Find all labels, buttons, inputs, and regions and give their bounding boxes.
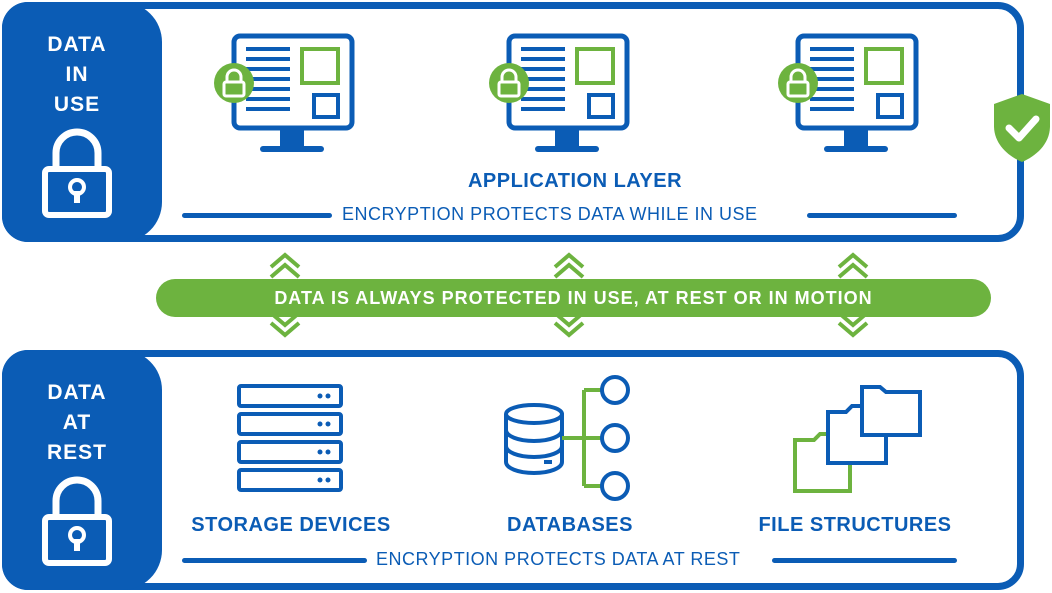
side-label-line: DATA — [47, 33, 107, 56]
monitor-icon — [489, 33, 630, 152]
data-at-rest-label: DATA AT REST — [2, 378, 152, 468]
at-rest-caption: ENCRYPTION PROTECTS DATA AT REST — [182, 549, 957, 569]
lock-icon — [42, 476, 112, 566]
data-in-use-tab: DATA IN USE — [2, 2, 162, 242]
caption-divider — [182, 213, 332, 218]
chevron-arrows-icon — [269, 252, 301, 338]
monitor-icon — [214, 33, 355, 152]
databases-label: DATABASES — [507, 514, 633, 536]
folder-icon — [793, 385, 922, 493]
lock-icon — [42, 128, 112, 218]
file-structures-label: FILE STRUCTURES — [758, 514, 952, 536]
caption-divider — [772, 558, 957, 563]
data-at-rest-tab: DATA AT REST — [2, 350, 162, 590]
at-rest-caption-text: ENCRYPTION PROTECTS DATA AT REST — [376, 549, 741, 569]
caption-divider — [807, 213, 957, 218]
side-label-line: AT — [62, 411, 92, 434]
shield-check-icon — [994, 94, 1050, 162]
application-layer-title: APPLICATION LAYER — [467, 170, 683, 192]
in-use-caption: ENCRYPTION PROTECTS DATA WHILE IN USE — [182, 204, 957, 224]
in-use-caption-text: ENCRYPTION PROTECTS DATA WHILE IN USE — [342, 204, 758, 224]
chevron-arrows-icon — [837, 252, 869, 338]
server-rack-icon — [237, 384, 343, 492]
side-label-line: USE — [53, 93, 101, 116]
caption-divider — [182, 558, 367, 563]
side-label-line: IN — [65, 63, 89, 86]
side-label-line: DATA — [47, 381, 107, 404]
monitor-icon — [778, 33, 919, 152]
chevron-arrows-icon — [553, 252, 585, 338]
database-icon — [504, 375, 630, 501]
data-in-use-label: DATA IN USE — [2, 30, 152, 120]
always-protected-banner: DATA IS ALWAYS PROTECTED IN USE, AT REST… — [156, 279, 991, 317]
side-label-line: REST — [46, 441, 107, 464]
storage-devices-label: STORAGE DEVICES — [191, 514, 391, 536]
